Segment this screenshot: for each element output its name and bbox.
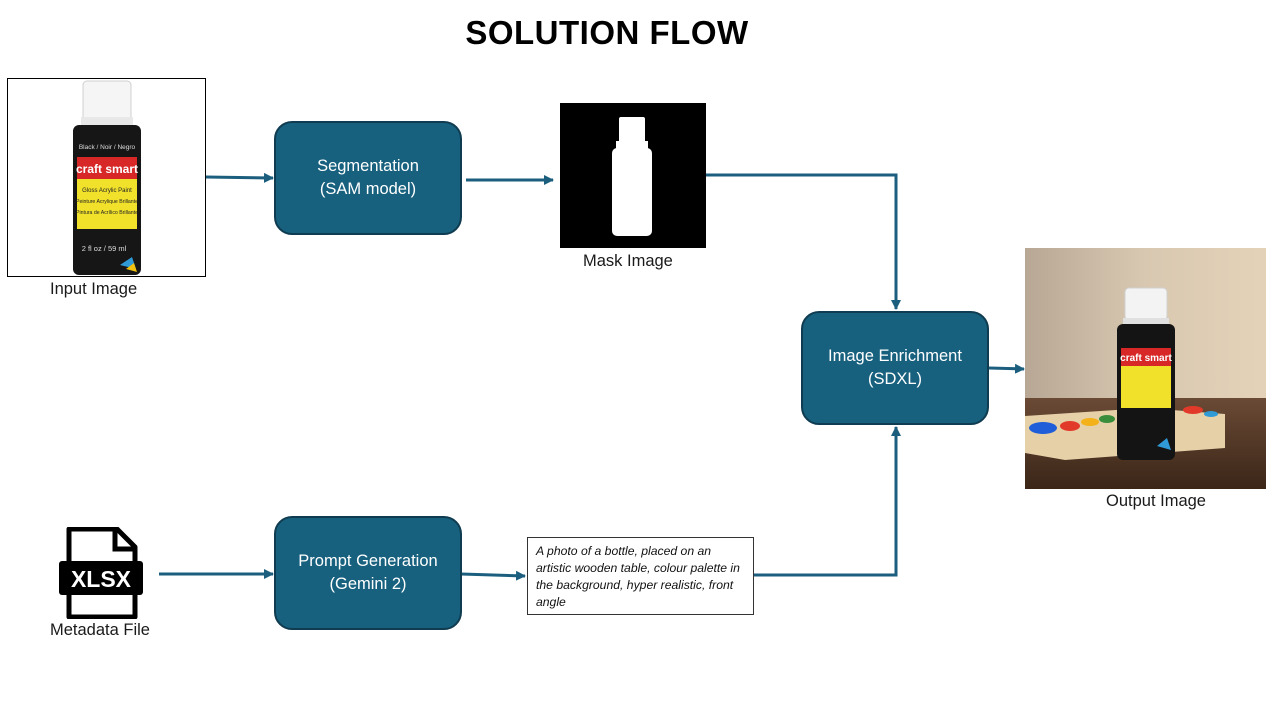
enrichment-model: (SDXL) <box>867 370 923 388</box>
mask-image-caption: Mask Image <box>583 252 673 270</box>
diagram-title: SOLUTION FLOW <box>465 14 749 51</box>
mask-silhouette-icon <box>612 117 652 236</box>
enrichment-title: Image Enrichment <box>828 346 962 365</box>
bottle-brand-text: craft smart <box>76 162 138 176</box>
generated-prompt-note: A photo of a bottle, placed on an artist… <box>527 537 754 615</box>
arrow-input-to-segmentation <box>205 172 274 183</box>
mask-image <box>560 103 706 248</box>
bottle-label-line1: Gloss Acrylic Paint <box>82 188 132 194</box>
prompt-generation-model: (Gemini 2) <box>329 575 407 593</box>
metadata-file-caption: Metadata File <box>50 621 150 639</box>
segmentation-model: (SAM model) <box>319 180 417 198</box>
paint-bottle-illustration: Black / Noir / Negro craft smart Gloss A… <box>73 80 141 275</box>
arrow-note-to-enrichment <box>754 426 901 577</box>
input-image: Black / Noir / Negro craft smart Gloss A… <box>7 78 206 277</box>
arrow-prompt-to-note <box>460 570 526 581</box>
bottle-label-line3: Pintura de Acrílico Brillante <box>76 210 138 216</box>
output-bottle-brand: craft smart <box>1120 353 1172 364</box>
prompt-generation-node: Prompt Generation (Gemini 2) <box>274 516 462 630</box>
bottle-size-text: 2 fl oz / 59 ml <box>82 244 127 253</box>
arrow-mask-to-enrichment <box>706 173 901 310</box>
prompt-generation-title: Prompt Generation <box>298 551 438 570</box>
input-image-caption: Input Image <box>50 280 138 298</box>
image-enrichment-node: Image Enrichment (SDXL) <box>801 311 989 425</box>
segmentation-node: Segmentation (SAM model) <box>274 121 462 235</box>
xlsx-file-icon: XLSX <box>59 527 143 619</box>
xlsx-icon-text: XLSX <box>71 566 132 592</box>
enriched-scene-illustration: craft smart <box>1025 248 1266 489</box>
arrow-enrichment-to-output <box>988 363 1025 374</box>
output-image: craft smart <box>1025 248 1266 489</box>
bottle-color-text: Black / Noir / Negro <box>79 144 136 151</box>
segmentation-title: Segmentation <box>317 156 419 175</box>
bottle-label-line2: Peinture Acrylique Brillante <box>76 199 138 205</box>
output-image-caption: Output Image <box>1106 492 1206 510</box>
